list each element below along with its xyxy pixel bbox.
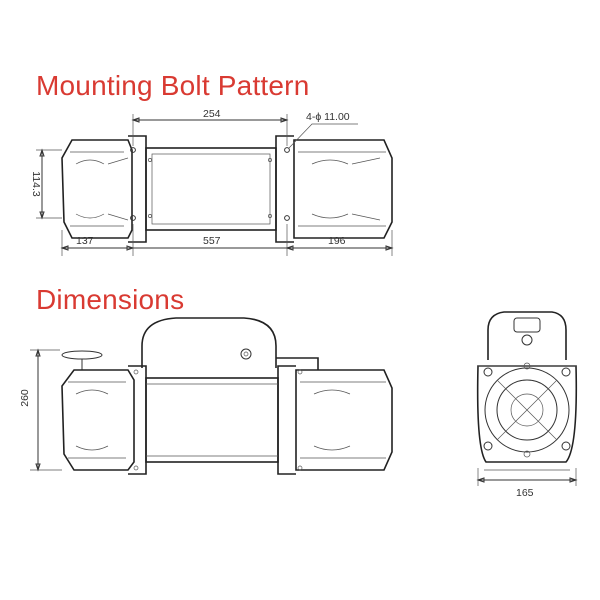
dim-side-width-label: 165 (516, 487, 534, 499)
dim-bolt-height: 114.3 (30, 148, 62, 220)
dim-hole-spec-label: 4-ϕ 11.00 (306, 111, 350, 123)
dim-bolt-height-label: 114.3 (30, 171, 42, 197)
dim-overall-height: 260 (19, 348, 62, 472)
dim-side-width: 165 (476, 468, 578, 499)
winch-front-view (61, 317, 393, 475)
dim-left-offset-label: 137 (76, 235, 94, 247)
winch-side-view (476, 311, 578, 471)
title-dimensions: Dimensions (36, 284, 185, 315)
dim-overall-height-label: 260 (19, 389, 31, 407)
winch-top-view (61, 135, 393, 243)
dim-total-length-label: 557 (203, 235, 221, 247)
title-mounting-bolt-pattern: Mounting Bolt Pattern (36, 70, 310, 101)
dim-bolt-spacing: 254 (131, 108, 289, 146)
dim-hole-spec: 4-ϕ 11.00 (288, 111, 358, 149)
dim-right-offset-label: 196 (328, 235, 346, 247)
dim-bolt-spacing-label: 254 (203, 108, 221, 120)
dim-length-row: 137 557 196 (60, 224, 394, 256)
